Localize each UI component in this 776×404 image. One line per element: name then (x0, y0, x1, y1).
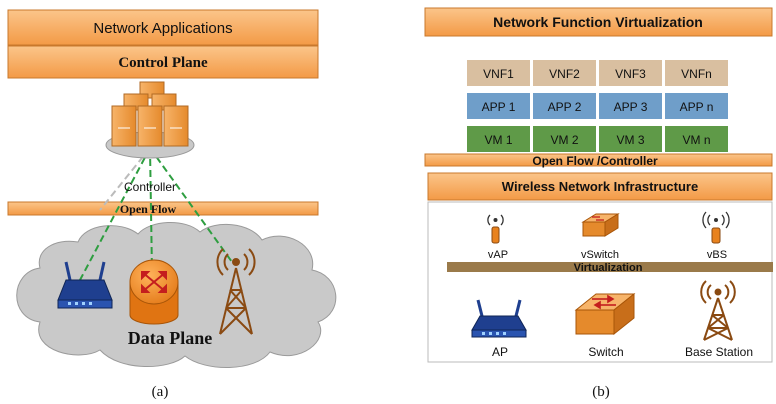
network-applications-label: Network Applications (93, 20, 232, 37)
caption-b: (b) (592, 384, 610, 400)
app-cell (467, 93, 530, 119)
openflow-controller-box: Open Flow /Controller (424, 153, 773, 168)
app-label: APP 2 (548, 100, 582, 114)
vbs-label: vBS (707, 249, 727, 261)
wni-title: Wireless Network Infrastructure (502, 179, 698, 194)
vm-label: VM 1 (484, 133, 512, 147)
link-grey-dashed (99, 147, 151, 211)
app-cell (533, 93, 596, 119)
ap-label: AP (492, 345, 508, 359)
base-station-label: Base Station (685, 345, 753, 359)
open-flow-label: Open Flow (120, 202, 177, 216)
base-station-tower-icon (216, 248, 256, 335)
vnf-label: VNF2 (549, 67, 580, 81)
vnf-label: VNF3 (615, 67, 646, 81)
openflow-controller-label: Open Flow /Controller (532, 154, 658, 168)
app-row: APP 1 APP 2 APP 3 APP n (467, 93, 728, 119)
vm-label: VM 3 (616, 133, 644, 147)
vap-icon (487, 214, 504, 244)
vm-cell (599, 126, 662, 152)
vnf-row: VNF1 VNF2 VNF3 VNFn (467, 60, 728, 86)
control-plane-box: Control Plane (7, 45, 319, 79)
vnf-cell (467, 60, 530, 86)
vm-row: VM 1 VM 2 VM 3 VM n (467, 126, 728, 152)
router-icon (129, 259, 179, 325)
control-plane-label: Control Plane (118, 55, 208, 71)
app-label: APP n (680, 100, 714, 114)
panel-b: Network Function Virtualization VNF1 VNF… (424, 7, 773, 400)
vnf-cell (533, 60, 596, 86)
virtualization-bar: Virtualization (447, 262, 773, 274)
switch-icon (574, 292, 636, 336)
vswitch-label: vSwitch (581, 249, 619, 261)
vnf-label: VNFn (681, 67, 712, 81)
nfv-title-box: Network Function Virtualization (424, 7, 773, 37)
network-applications-box: Network Applications (7, 9, 319, 46)
vm-label: VM n (682, 133, 710, 147)
controller-links (79, 147, 233, 281)
switch-label: Switch (588, 345, 623, 359)
vap-label: vAP (488, 249, 508, 261)
ap-icon (471, 299, 527, 338)
wni-title-box: Wireless Network Infrastructure (427, 172, 773, 201)
app-label: APP 3 (614, 100, 648, 114)
link-to-ap (79, 147, 151, 281)
virtualization-label: Virtualization (574, 262, 643, 274)
vm-cell (467, 126, 530, 152)
open-flow-box: Open Flow (7, 201, 319, 216)
vm-cell (665, 126, 728, 152)
vnf-cell (665, 60, 728, 86)
vm-cell (533, 126, 596, 152)
app-cell (665, 93, 728, 119)
controller-label: Controller (124, 180, 176, 194)
controller-servers-icon (105, 81, 195, 159)
link-to-router (149, 147, 153, 273)
vm-label: VM 2 (550, 133, 578, 147)
vnf-label: VNF1 (483, 67, 514, 81)
vnf-cell (599, 60, 662, 86)
caption-a: (a) (152, 384, 169, 400)
app-label: APP 1 (482, 100, 516, 114)
data-plane-label: Data Plane (128, 328, 213, 348)
vbs-icon (702, 211, 730, 244)
nfv-title: Network Function Virtualization (493, 14, 703, 30)
app-cell (599, 93, 662, 119)
base-station-icon (700, 280, 736, 341)
vswitch-icon (581, 213, 620, 237)
wireless-router-icon (57, 261, 113, 309)
panel-a: Network Applications Control Plane Open … (7, 9, 337, 400)
link-to-tower (149, 147, 233, 263)
